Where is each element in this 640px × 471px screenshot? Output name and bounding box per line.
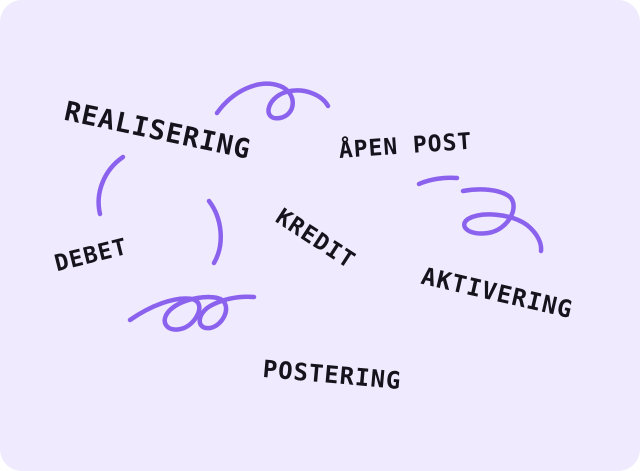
squiggle-middle-arc	[206, 198, 223, 266]
squiggle-left-arc	[96, 154, 126, 217]
squiggle-top	[214, 81, 331, 121]
squiggle-right-loop	[460, 187, 544, 254]
squiggle-bottom-loops	[127, 294, 257, 332]
squiggle-right-dash	[416, 175, 460, 187]
